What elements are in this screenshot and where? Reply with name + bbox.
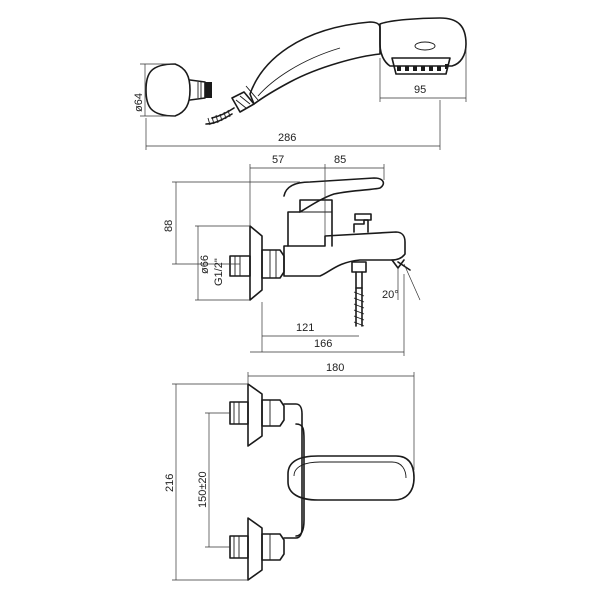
dim-inlet-thread: G1/2" [213, 258, 225, 286]
dim-spout-reach: 121 [296, 322, 314, 334]
handle-inner-line [257, 47, 341, 97]
handshower-handle [249, 21, 381, 105]
shower-hose [211, 107, 235, 119]
front-flange-top [247, 383, 263, 447]
dim-head-width: 95 [414, 84, 426, 96]
angle-arc [403, 263, 421, 301]
head-nozzles [397, 64, 448, 71]
front-flange-bottom [247, 517, 263, 581]
dim-inlet-spacing: 150±20 [197, 471, 209, 508]
dim-lever-length: 85 [334, 154, 346, 166]
hose-coil-marks [207, 109, 231, 126]
front-hex-bottom [261, 533, 285, 561]
dim-total-depth: 166 [314, 338, 332, 350]
front-hex-top [261, 399, 285, 427]
side-hose-outlet [351, 261, 367, 273]
handshower-head [379, 17, 467, 67]
holder-neck [189, 79, 206, 101]
side-cartridge [287, 199, 333, 247]
holder-thread [205, 82, 212, 98]
side-diverter-knob [353, 219, 369, 233]
dim-body-width: 180 [326, 362, 344, 374]
dim-total-height: 216 [164, 474, 176, 492]
mixer-front-view: 216 150±20 180 [164, 362, 415, 581]
holder-dome [145, 63, 191, 117]
dim-handshower-length: 286 [278, 132, 296, 144]
front-lever [287, 455, 415, 501]
handshower-view: ø64 95 286 [133, 17, 467, 150]
side-lever [283, 177, 385, 213]
holder-thread-ticks [197, 82, 202, 98]
dim-flange-diameter: ø66 [199, 255, 211, 274]
side-mixer-body [283, 231, 406, 277]
side-hex-connector [261, 249, 285, 279]
dim-outlet-offset: 57 [272, 154, 284, 166]
mixer-side-view: 20° 57 85 88 ø66 G1/2" 121 166 [163, 154, 421, 356]
side-hose-coil [353, 291, 365, 327]
head-button [414, 41, 436, 51]
dim-lever-height: 88 [163, 220, 175, 232]
side-flange [249, 225, 263, 301]
dim-holder-diameter: ø64 [133, 93, 145, 112]
head-face [391, 57, 451, 75]
front-body [283, 403, 303, 539]
dim-diverter-angle: 20° [382, 289, 399, 301]
